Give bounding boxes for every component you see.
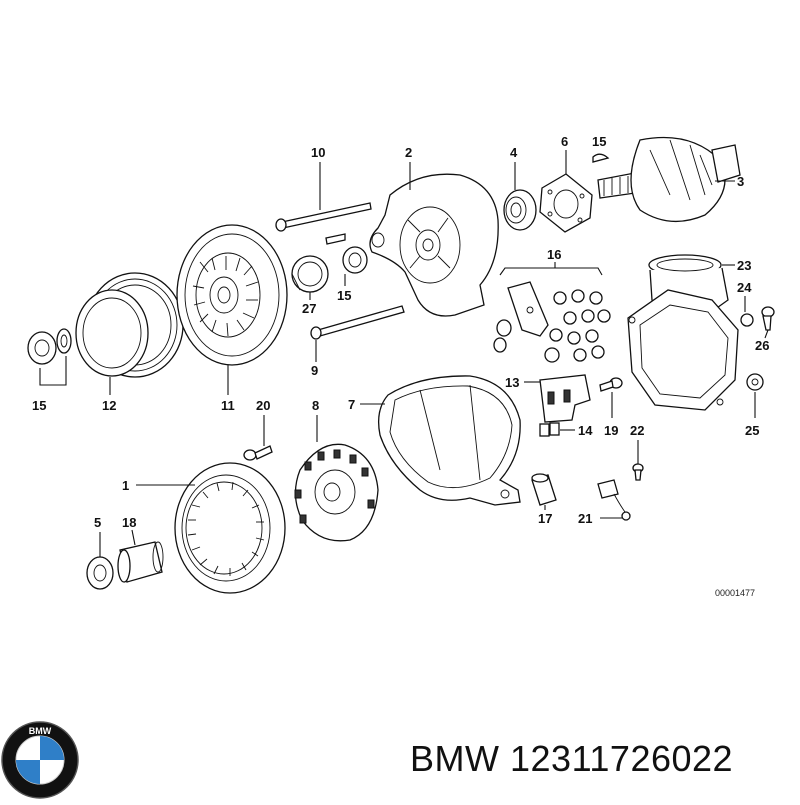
part-27-sleeve: [291, 255, 329, 293]
callout-25: 25: [745, 423, 759, 438]
callout-10: 10: [311, 145, 325, 160]
part-11-fan: [176, 224, 288, 366]
part-2-drive-end-housing: [369, 173, 499, 317]
part-24-washer: [740, 313, 754, 327]
callout-23: 23: [737, 258, 751, 273]
part-19-screw: [599, 377, 623, 392]
part-12-pulley: [75, 272, 184, 378]
callout-19: 19: [604, 423, 618, 438]
callout-7: 7: [348, 397, 355, 412]
bmw-logo: BMW: [1, 721, 79, 799]
callout-6: 6: [561, 134, 568, 149]
part-9-through-bolt: [310, 305, 405, 340]
callout-17: 17: [538, 511, 552, 526]
drawing-number: 00001477: [715, 588, 755, 598]
logo-blue-quadrant-1: [40, 736, 64, 760]
callout-3: 3: [737, 174, 744, 189]
part-15-center-ring: [342, 246, 368, 274]
part-17-sleeve: [531, 473, 557, 506]
callout-1: 1: [122, 478, 129, 493]
product-brand: BMW: [410, 738, 500, 779]
callout-14: 14: [578, 423, 593, 438]
part-10-through-bolt: [275, 202, 372, 232]
callout-13: 13: [505, 375, 519, 390]
callout-11: 11: [221, 398, 235, 413]
callout-labels: 10 2 4 6 15 3 16 23 24 26 27 15 9 15 12 …: [32, 134, 769, 530]
callout-21: 21: [578, 511, 592, 526]
part-4-bearing: [503, 189, 537, 231]
part-20-screw: [243, 445, 273, 461]
part-13-regulator: [539, 374, 591, 423]
part-14-brushes: [539, 422, 560, 437]
part-15-woodruff-key: [592, 153, 610, 163]
callout-15-top: 15: [592, 134, 606, 149]
callout-16: 16: [547, 247, 561, 262]
callout-12: 12: [102, 398, 116, 413]
logo-text: BMW: [29, 726, 52, 736]
part-16-small-parts-kit: [493, 267, 611, 363]
part-22-screw: [632, 463, 644, 481]
part-21-suppressor: [597, 479, 631, 521]
part-8-rectifier: [294, 443, 379, 542]
callout-4: 4: [510, 145, 518, 160]
callout-8: 8: [312, 398, 319, 413]
part-5-bearing: [86, 556, 114, 590]
callout-20: 20: [256, 398, 270, 413]
callout-2: 2: [405, 145, 412, 160]
leader-18: [131, 529, 136, 546]
part-7-housing: [377, 375, 521, 506]
callout-18: 18: [122, 515, 136, 530]
product-part-number: 12311726022: [510, 738, 734, 779]
logo-blue-quadrant-2: [16, 760, 40, 784]
rear-cover-shroud: [627, 289, 739, 411]
callout-5: 5: [94, 515, 101, 530]
part-6-bearing-plate: [539, 173, 593, 233]
callout-9: 9: [311, 363, 318, 378]
product-caption: BMW 12311726022: [410, 738, 733, 780]
leader-15-left: [39, 356, 67, 386]
part-15-screw: [325, 233, 346, 245]
callout-15-center: 15: [337, 288, 351, 303]
part-26-screw: [761, 306, 775, 331]
callout-22: 22: [630, 423, 644, 438]
part-15-nut-washer: [27, 328, 72, 365]
callout-26: 26: [755, 338, 769, 353]
callout-24: 24: [737, 280, 752, 295]
part-25-nut: [746, 373, 764, 391]
part-3-rotor: [597, 136, 741, 223]
part-18-sleeve: [117, 541, 164, 583]
callout-15-left: 15: [32, 398, 46, 413]
callout-27: 27: [302, 301, 316, 316]
part-1-stator: [174, 462, 286, 594]
leader-26: [764, 329, 769, 339]
